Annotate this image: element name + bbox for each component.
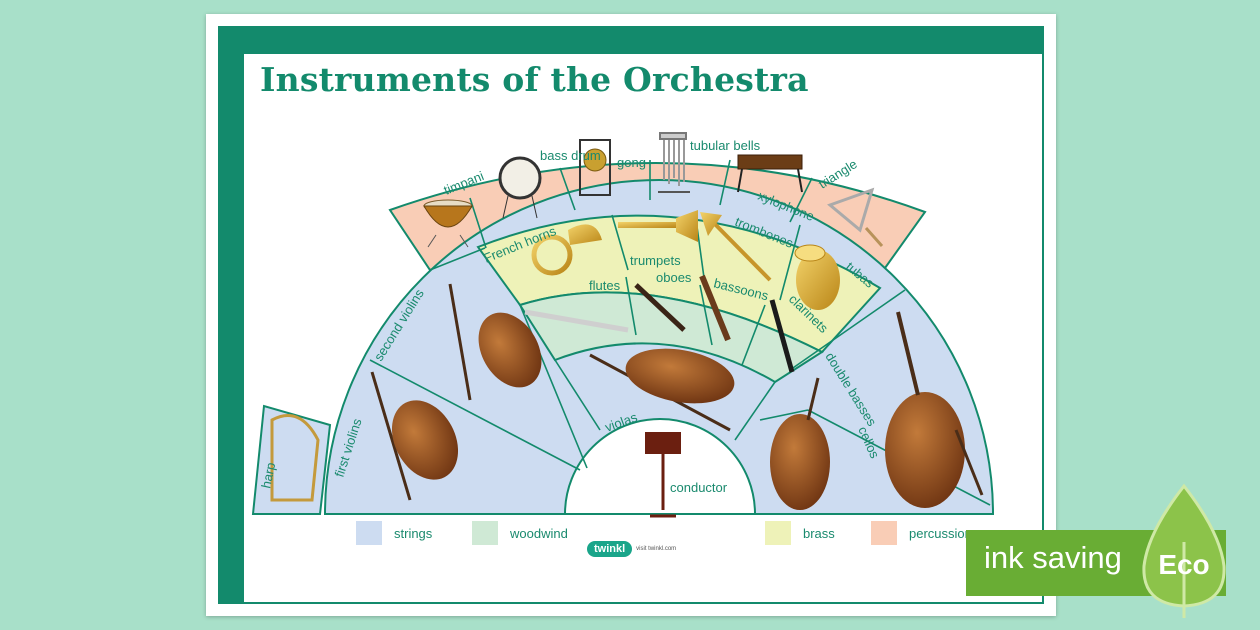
xylophone-icon bbox=[737, 154, 803, 193]
tuba-icon bbox=[794, 244, 840, 310]
legend-swatch bbox=[871, 521, 897, 545]
trumpet-icon bbox=[618, 210, 698, 242]
second-violin-icon bbox=[448, 283, 542, 401]
double-bass-icon bbox=[885, 311, 984, 508]
eco-badge-text: Eco bbox=[1158, 549, 1209, 580]
label-conductor: conductor bbox=[670, 480, 728, 495]
legend-swatch bbox=[472, 521, 498, 545]
legend-woodwind: woodwind bbox=[472, 521, 568, 545]
label-gong: gong bbox=[617, 155, 646, 170]
legend-label: strings bbox=[394, 525, 433, 541]
harp-section bbox=[251, 404, 332, 515]
twinkl-logo: twinkl visit twinkl.com bbox=[587, 541, 676, 557]
bass-drum-icon bbox=[498, 156, 542, 219]
bassoon-icon bbox=[699, 274, 731, 342]
legend-label: percussion bbox=[909, 525, 972, 541]
label-oboes: oboes bbox=[656, 270, 692, 285]
harp-icon bbox=[270, 414, 320, 502]
triangle-icon bbox=[827, 187, 884, 247]
woodwind-section bbox=[518, 291, 825, 384]
conductor-stand-icon bbox=[645, 432, 681, 518]
legend-swatch bbox=[765, 521, 791, 545]
flute-icon bbox=[524, 309, 629, 333]
first-violin-icon bbox=[370, 371, 459, 501]
legend-brass: brass bbox=[765, 521, 835, 545]
french-horn-icon bbox=[531, 224, 602, 276]
trombone-icon bbox=[700, 212, 772, 282]
legend-swatch bbox=[356, 521, 382, 545]
eco-leaf-icon: Eco bbox=[1142, 483, 1226, 618]
logo-url: visit twinkl.com bbox=[636, 546, 677, 552]
label-trumpets: trumpets bbox=[630, 253, 681, 268]
conductor-area bbox=[563, 418, 757, 515]
timpani-icon bbox=[423, 199, 473, 248]
label-bass-drum: bass drum bbox=[540, 148, 601, 163]
legend-label: brass bbox=[803, 525, 835, 541]
viola-icon bbox=[589, 348, 735, 432]
logo-brand: twinkl bbox=[587, 541, 633, 557]
legend-percussion: percussion bbox=[871, 521, 972, 545]
ink-saving-label: ink saving bbox=[984, 540, 1122, 575]
poster-title: Instruments of the Orchestra bbox=[260, 60, 809, 99]
legend-strings: strings bbox=[356, 521, 432, 545]
clarinet-icon bbox=[769, 299, 795, 373]
cello-icon bbox=[770, 377, 830, 510]
label-tubular-bells: tubular bells bbox=[690, 138, 761, 153]
tubular-bells-icon bbox=[658, 132, 690, 193]
label-harp: harp bbox=[258, 461, 278, 490]
oboe-icon bbox=[634, 283, 686, 332]
legend-label: woodwind bbox=[510, 525, 568, 541]
label-flutes: flutes bbox=[589, 278, 621, 293]
gong-icon bbox=[579, 139, 611, 196]
